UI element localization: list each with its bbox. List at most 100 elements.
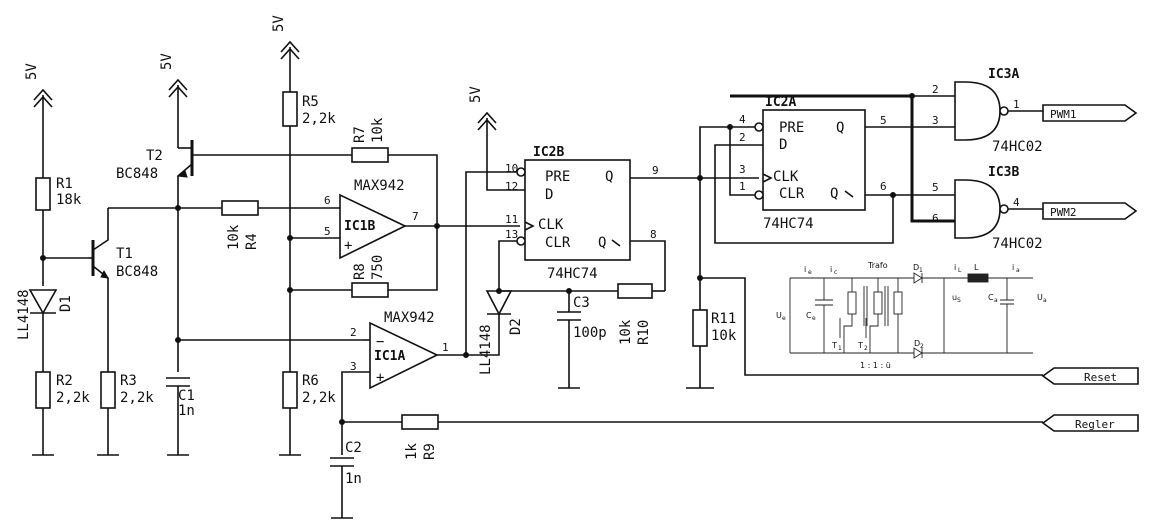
svg-text:6: 6 (324, 194, 331, 207)
supply-5v-2: 5V (159, 53, 188, 148)
svg-text:2: 2 (864, 345, 868, 352)
resistor-r6: R6 2,2k (282, 371, 336, 409)
svg-text:D: D (913, 263, 919, 272)
svg-text:74HC74: 74HC74 (763, 216, 814, 232)
svg-text:MAX942: MAX942 (354, 178, 405, 194)
svg-text:Regler: Regler (1075, 418, 1115, 431)
svg-text:R3: R3 (120, 373, 137, 389)
svg-text:R1: R1 (56, 176, 73, 192)
svg-text:Q: Q (605, 169, 613, 185)
capacitor-c3: C3 100p (557, 291, 607, 389)
svg-text:D1: D1 (58, 295, 74, 312)
svg-text:18k: 18k (56, 192, 82, 208)
svg-text:13: 13 (505, 228, 518, 241)
svg-text:10: 10 (505, 162, 518, 175)
svg-text:+: + (376, 370, 384, 386)
svg-text:10k: 10k (711, 328, 737, 344)
svg-text:1: 1 (838, 345, 842, 352)
svg-text:LL4148: LL4148 (478, 324, 494, 375)
resistor-r2: R2 2,2k (35, 371, 90, 409)
svg-text:u: u (952, 293, 957, 302)
svg-text:i: i (804, 265, 806, 274)
svg-text:Q: Q (830, 186, 838, 202)
svg-text:U: U (776, 311, 782, 320)
svg-text:a: a (1043, 297, 1047, 304)
svg-text:IC2B: IC2B (533, 145, 564, 160)
svg-text:CLK: CLK (773, 169, 799, 185)
svg-text:PRE: PRE (779, 120, 804, 136)
svg-text:5V: 5V (468, 86, 484, 103)
svg-text:C: C (988, 293, 994, 302)
resistor-r3: R3 2,2k (100, 371, 154, 409)
svg-text:D: D (545, 187, 553, 203)
svg-text:5: 5 (932, 181, 939, 194)
svg-text:750: 750 (370, 255, 386, 280)
svg-text:R7: R7 (352, 126, 368, 143)
resistor-r5: R5 2,2k (282, 91, 336, 127)
svg-text:−: − (376, 334, 384, 350)
svg-text:i: i (1012, 263, 1014, 272)
svg-text:2,2k: 2,2k (302, 390, 336, 406)
svg-text:R2: R2 (56, 373, 73, 389)
flipflop-ic2a: IC2A PRE D CLK CLR Q Q 74HC74 4 2 3 1 5 … (739, 95, 887, 232)
resistor-r4: 10k R4 (221, 200, 260, 250)
svg-text:IC1A: IC1A (374, 349, 405, 364)
svg-text:CLR: CLR (545, 235, 571, 251)
flipflop-ic2b: IC2B PRE D CLK CLR Q Q 74HC74 10 12 11 1… (505, 145, 659, 282)
resistor-r9: 1k R9 (401, 414, 439, 460)
port-pwm2: PWM2 (1042, 202, 1138, 220)
svg-text:S: S (957, 297, 961, 304)
svg-text:1: 1 (739, 180, 746, 193)
svg-text:74HC02: 74HC02 (992, 236, 1043, 252)
port-pwm1: PWM1 (1042, 104, 1138, 122)
svg-text:T1: T1 (116, 246, 133, 262)
svg-text:5V: 5V (271, 15, 287, 32)
svg-text:5: 5 (880, 114, 887, 127)
svg-text:PWM1: PWM1 (1050, 108, 1077, 121)
svg-text:IC2A: IC2A (765, 95, 796, 110)
transistor-t1: T1 BC848 (88, 208, 158, 372)
svg-text:10k: 10k (226, 224, 242, 250)
svg-text:MAX942: MAX942 (384, 310, 435, 326)
resistor-r10: 10k R10 (617, 283, 653, 345)
svg-text:5: 5 (324, 225, 331, 238)
svg-text:C1: C1 (178, 388, 195, 404)
svg-text:U: U (1037, 293, 1043, 302)
comparator-ic1b: 6 5 IC1B + MAX942 7 (324, 178, 419, 260)
capacitor-c1: C1 1n (166, 377, 195, 456)
svg-text:1 : 1 : ü: 1 : 1 : ü (860, 361, 891, 370)
nor-gate-ic3b: IC3B 5 6 4 74HC02 (932, 165, 1043, 252)
supply-5v-4: 5V (468, 86, 497, 172)
svg-text:i: i (954, 263, 956, 272)
svg-text:PWM2: PWM2 (1050, 206, 1077, 219)
svg-text:T2: T2 (146, 148, 163, 164)
svg-text:2: 2 (350, 326, 357, 339)
svg-text:9: 9 (652, 164, 659, 177)
svg-text:R11: R11 (711, 311, 736, 327)
svg-text:6: 6 (932, 212, 939, 225)
svg-text:R5: R5 (302, 94, 319, 110)
resistor-r7: R7 10k (351, 117, 389, 163)
svg-text:D: D (914, 339, 920, 348)
svg-text:D: D (779, 137, 787, 153)
resistor-r8: R8 750 (351, 255, 389, 298)
svg-text:D2: D2 (508, 318, 524, 335)
svg-text:3: 3 (739, 163, 746, 176)
svg-text:5V: 5V (159, 53, 175, 70)
svg-text:R4: R4 (244, 233, 260, 250)
svg-text:R6: R6 (302, 373, 319, 389)
svg-text:L: L (974, 263, 979, 272)
svg-text:Q: Q (836, 120, 844, 136)
svg-text:100p: 100p (573, 325, 607, 341)
supply-5v-1: 5V (24, 63, 53, 178)
svg-text:CLR: CLR (779, 186, 805, 202)
capacitor-c2: C2 1n (330, 440, 362, 519)
svg-text:6: 6 (880, 180, 887, 193)
svg-text:c: c (834, 269, 837, 276)
svg-text:BC848: BC848 (116, 264, 158, 280)
svg-text:74HC74: 74HC74 (547, 266, 598, 282)
svg-text:R8: R8 (352, 263, 368, 280)
nor-gate-ic3a: IC3A 2 3 1 74HC02 (932, 67, 1043, 155)
svg-text:L: L (958, 267, 962, 274)
supply-5v-3: 5V (271, 15, 300, 92)
